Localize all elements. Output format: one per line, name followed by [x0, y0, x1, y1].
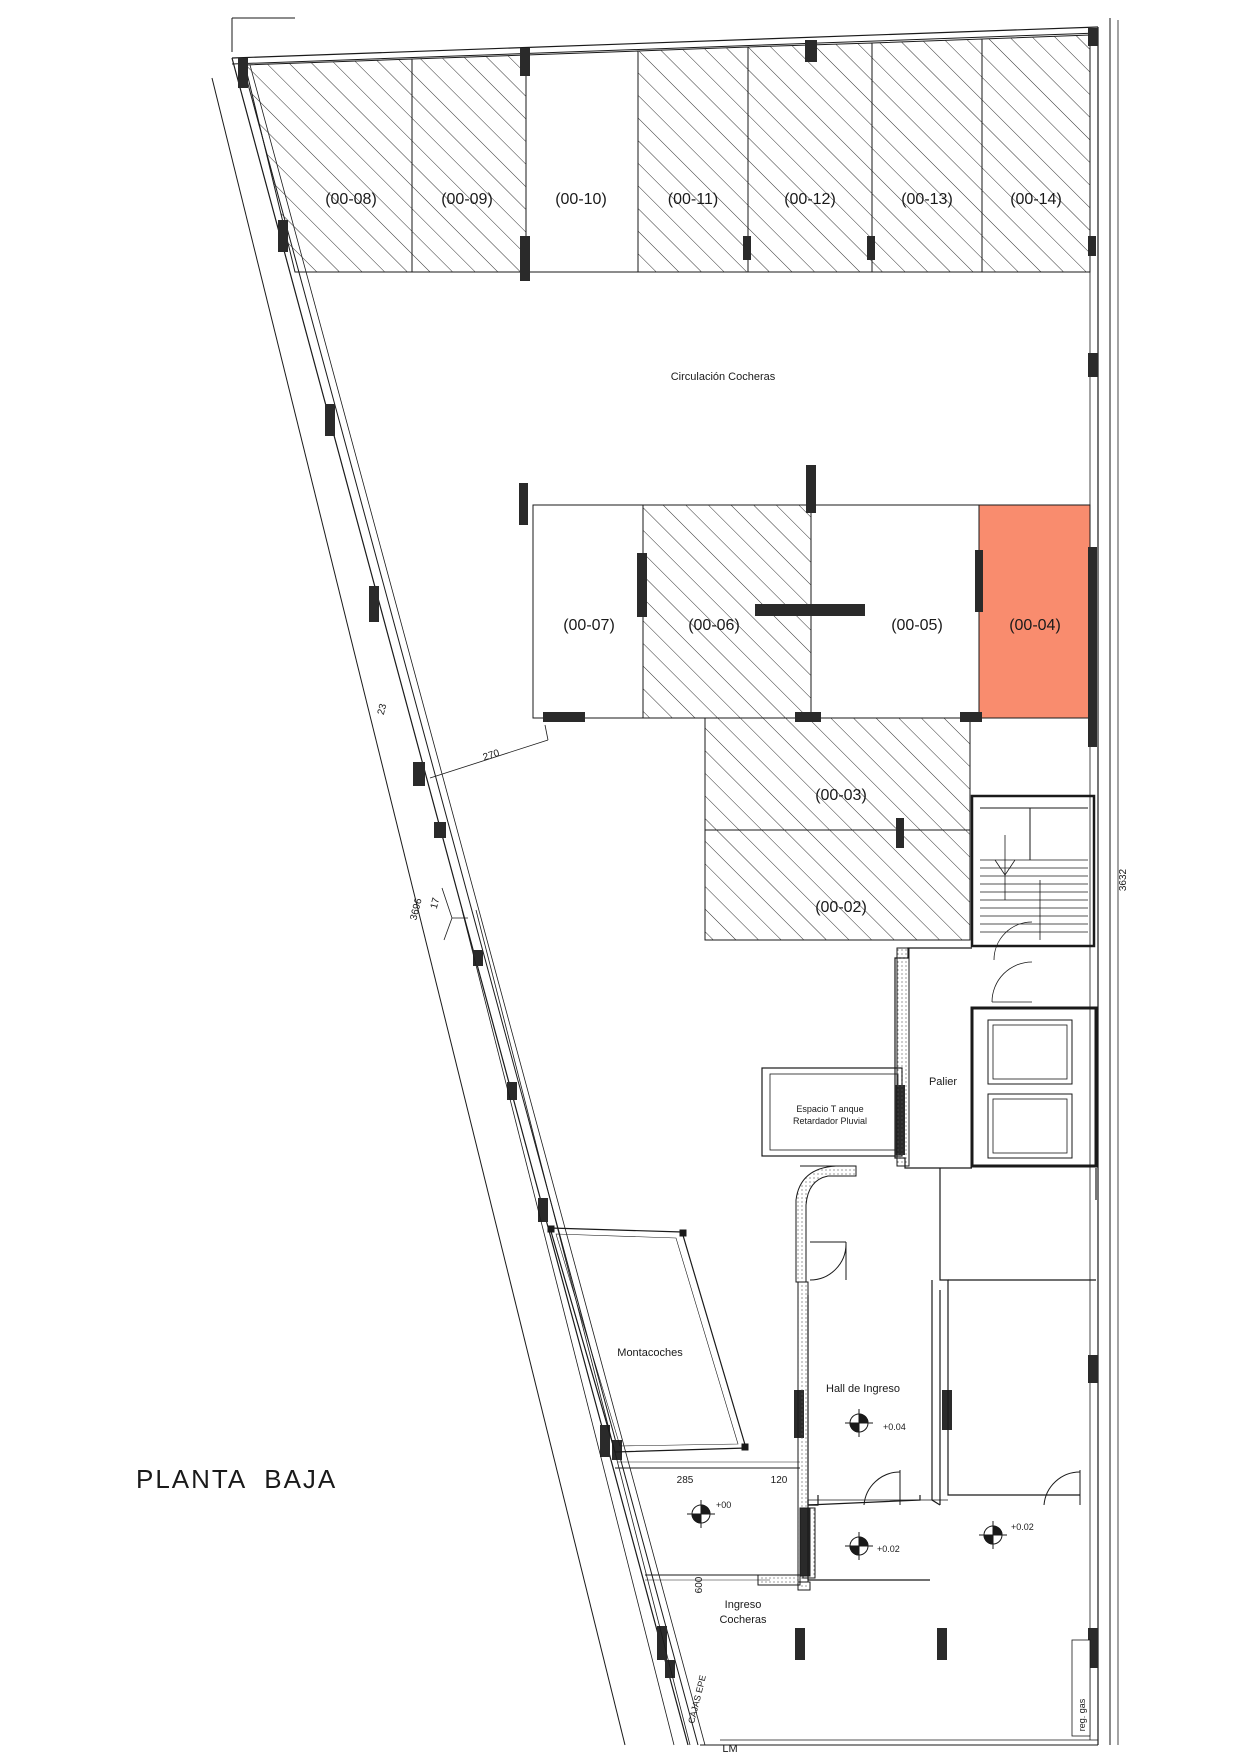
middle-parking-block [532, 504, 1091, 941]
parking-space-00-14 [981, 34, 1091, 273]
parking-space-00-04-highlighted[interactable] [978, 504, 1091, 719]
gas-regulator [1071, 1639, 1091, 1737]
plan-title: PLANTA BAJA [136, 1464, 337, 1494]
unit-label-00-11: (00-11) [668, 191, 718, 208]
unit-label-00-06: (00-06) [688, 617, 740, 634]
unit-label-00-12: (00-12) [784, 191, 836, 208]
level-label-entry-right: +0.02 [1011, 1522, 1034, 1532]
room-label-tank-2: Retardador Pluvial [793, 1116, 867, 1126]
doors [809, 1241, 1081, 1506]
dimension-labels: 270 23 3696 17 3632 285 120 600 [376, 702, 1129, 1593]
stair-core [970, 794, 1096, 1003]
dimension-lines [429, 724, 800, 1469]
parking-space-00-13 [871, 38, 983, 273]
room-label-reg-gas: reg. gas [1077, 1698, 1087, 1731]
level-label-ramp: +00 [716, 1500, 731, 1510]
room-label-hall: Hall de Ingreso [826, 1383, 900, 1395]
entry-walls [807, 1290, 1080, 1506]
room-label-tank-1: Espacio T anque [796, 1104, 863, 1114]
unit-label-00-02: (00-02) [815, 899, 867, 916]
unit-label-00-14: (00-14) [1010, 191, 1062, 208]
room-label-palier: Palier [929, 1076, 957, 1088]
parking-space-00-09 [411, 54, 527, 273]
dimension-label-17: 17 [429, 896, 442, 910]
level-marker-hall [845, 1409, 873, 1437]
unit-label-00-03: (00-03) [815, 787, 867, 804]
room-label-cajas-epe: CAJAS EPE [686, 1674, 708, 1724]
level-labels: +0.04 +00 +0.02 +0.02 [716, 1422, 1034, 1554]
unit-label-00-04: (00-04) [1009, 617, 1061, 634]
dimension-label-23: 23 [376, 702, 389, 716]
unit-label-00-08: (00-08) [325, 191, 377, 208]
dotted-walls [795, 947, 910, 1591]
top-parking-row [244, 34, 1091, 273]
parking-space-00-11 [637, 46, 749, 273]
parking-space-00-10 [525, 50, 639, 273]
parking-space-00-02 [704, 829, 971, 941]
unit-label-00-09: (00-09) [441, 191, 493, 208]
car-lift [547, 1225, 749, 1453]
unit-label-00-13: (00-13) [901, 191, 953, 208]
level-label-entry-left: +0.02 [877, 1544, 900, 1554]
dimension-label-270: 270 [482, 748, 502, 764]
room-label-ingreso-1: Ingreso [725, 1599, 762, 1611]
outer-boundary [211, 17, 1119, 1746]
level-marker-entry-right [979, 1521, 1007, 1549]
unit-label-00-07: (00-07) [563, 617, 615, 634]
structural-columns [238, 28, 1098, 1678]
hall-walls [807, 1168, 1096, 1581]
window-walls [441, 887, 691, 1746]
parking-space-00-12 [747, 42, 873, 273]
level-marker-entry-left [845, 1532, 873, 1560]
dimension-label-3696: 3696 [409, 897, 425, 922]
level-markers [687, 1409, 1007, 1560]
unit-label-00-05: (00-05) [891, 617, 943, 634]
dimension-label-285: 285 [677, 1475, 694, 1486]
unit-label-00-10: (00-10) [555, 191, 607, 208]
room-label-lm: LM [722, 1743, 737, 1754]
room-label-ingreso-2: Cocheras [719, 1614, 767, 1626]
room-label-circulacion: Circulación Cocheras [671, 371, 776, 383]
level-marker-ramp [687, 1500, 715, 1528]
parking-space-00-07 [532, 504, 644, 719]
parking-space-00-03 [704, 717, 971, 831]
parking-space-00-08 [244, 58, 413, 273]
elevators [970, 1006, 1098, 1168]
room-label-montacoches: Montacoches [617, 1347, 683, 1359]
unit-labels: (00-08) (00-09) (00-10) (00-11) (00-12) … [325, 191, 1062, 916]
dimension-label-3632: 3632 [1118, 868, 1129, 891]
level-label-hall: +0.04 [883, 1422, 906, 1432]
dimension-label-600: 600 [694, 1576, 705, 1593]
dimension-label-120: 120 [771, 1475, 788, 1486]
